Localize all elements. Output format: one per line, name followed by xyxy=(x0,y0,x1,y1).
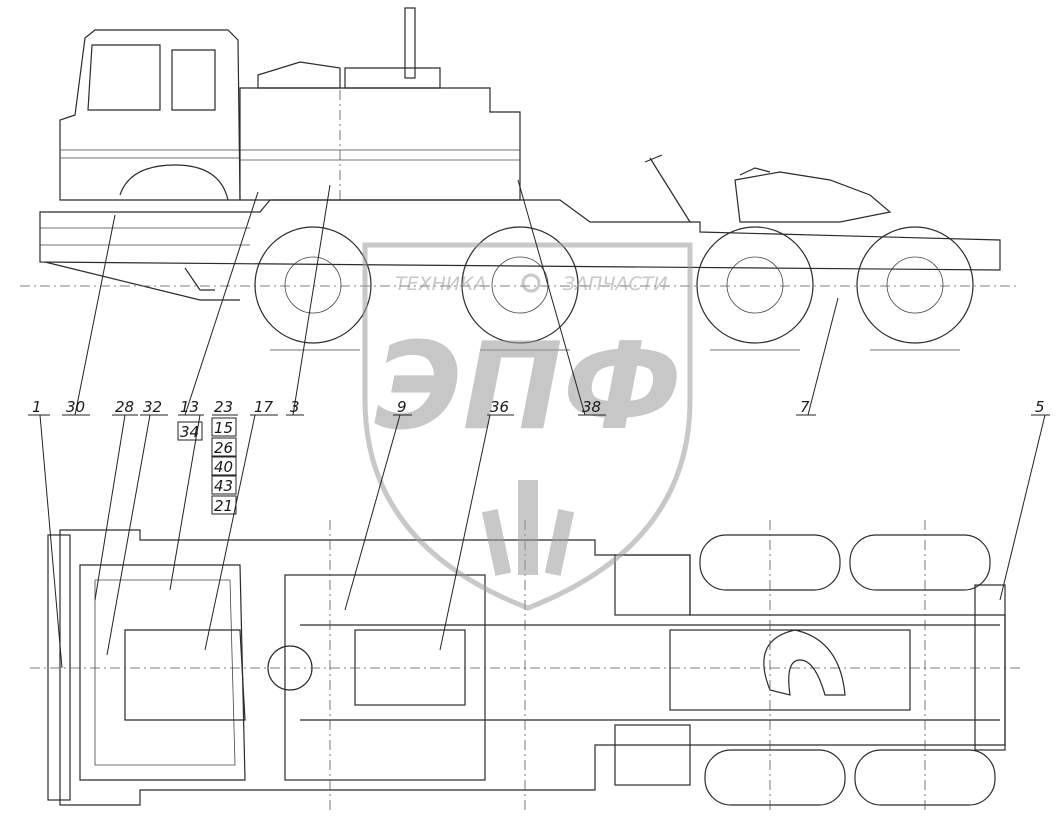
callout-40: 40 xyxy=(214,458,233,476)
leader-lines xyxy=(39,179,1046,669)
callout-13: 13 xyxy=(180,398,199,416)
tool-box xyxy=(614,724,691,786)
callout-38: 38 xyxy=(582,398,601,416)
callout-30: 30 xyxy=(66,398,85,416)
watermark-right-text: ЗАПЧАСТИ xyxy=(563,273,668,295)
top-view xyxy=(30,520,1020,810)
fifth-wheel-plate xyxy=(669,629,911,711)
exhaust-stack xyxy=(404,7,416,79)
callout-5: 5 xyxy=(1035,398,1045,416)
body-box xyxy=(284,574,486,781)
callouts: 1 30 28 32 13 23 34 15 26 40 43 21 17 3 … xyxy=(28,398,1050,515)
callout-21: 21 xyxy=(214,497,233,515)
callout-23: 23 xyxy=(214,398,233,416)
callout-9: 9 xyxy=(397,398,407,416)
callout-15: 15 xyxy=(214,419,233,437)
gear-icon xyxy=(521,273,541,293)
callout-7: 7 xyxy=(800,398,810,416)
callout-3: 3 xyxy=(290,398,300,416)
wheels-top xyxy=(699,534,996,806)
callout-17: 17 xyxy=(254,398,274,416)
watermark-left-text: ТЕХНИКА xyxy=(395,273,487,295)
engine-housing xyxy=(239,61,521,201)
battery-box xyxy=(614,554,691,616)
wheels-side xyxy=(254,226,974,344)
callout-32: 32 xyxy=(143,398,162,416)
callout-43: 43 xyxy=(214,477,233,495)
frame xyxy=(20,199,1020,301)
engine-block xyxy=(124,629,246,721)
callout-36: 36 xyxy=(490,398,509,416)
cab xyxy=(59,29,241,201)
wheat-icon xyxy=(481,480,575,576)
callout-1: 1 xyxy=(32,398,42,416)
fifth-wheel-side xyxy=(644,154,892,223)
watermark-logo: ЭПФ xyxy=(374,318,682,457)
watermark: ТЕХНИКА ЗАПЧАСТИ ЭПФ xyxy=(362,242,693,611)
rear-crossmember xyxy=(974,584,1006,751)
callout-34: 34 xyxy=(180,423,199,441)
front-bumper xyxy=(47,534,71,801)
fifth-wheel-jaw xyxy=(763,629,846,696)
gearbox xyxy=(354,629,466,706)
callout-26: 26 xyxy=(214,439,233,457)
cab-floor xyxy=(79,564,246,781)
side-view xyxy=(20,7,1020,351)
watermark-shield xyxy=(362,242,693,611)
callout-28: 28 xyxy=(115,398,134,416)
